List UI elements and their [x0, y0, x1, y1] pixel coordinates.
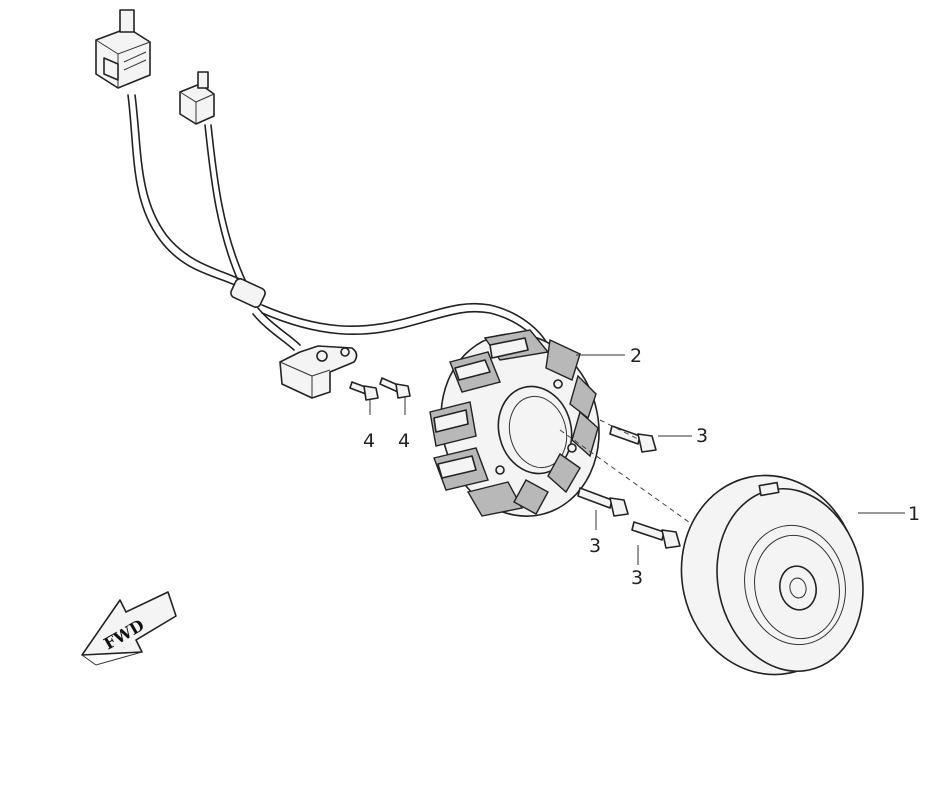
stator	[429, 329, 600, 517]
forward-arrow-icon: FWD	[81, 591, 177, 666]
stator-coils	[429, 329, 599, 517]
callout-pickup-bolt-right: 4	[398, 430, 410, 452]
callout-flywheel: 1	[908, 503, 920, 525]
callout-pickup-bolt-left: 4	[363, 430, 375, 452]
callout-stator-bolt-middle: 3	[589, 535, 601, 557]
flywheel	[680, 474, 864, 676]
stator-bolt-middle	[577, 487, 629, 517]
callout-stator-bolt-top: 3	[696, 425, 708, 447]
wiring-harness	[127, 94, 549, 351]
harness-connector-small	[179, 71, 215, 125]
harness-connector-main	[95, 9, 151, 89]
callout-stator-bolt-lower: 3	[631, 567, 643, 589]
callout-stator: 2	[630, 345, 642, 367]
pickup-coil	[279, 345, 358, 399]
pickup-bolt-right	[379, 377, 411, 399]
stator-bolt-top	[609, 425, 657, 453]
pickup-bolt-left	[349, 381, 379, 401]
stator-bolt-lower	[631, 521, 681, 549]
